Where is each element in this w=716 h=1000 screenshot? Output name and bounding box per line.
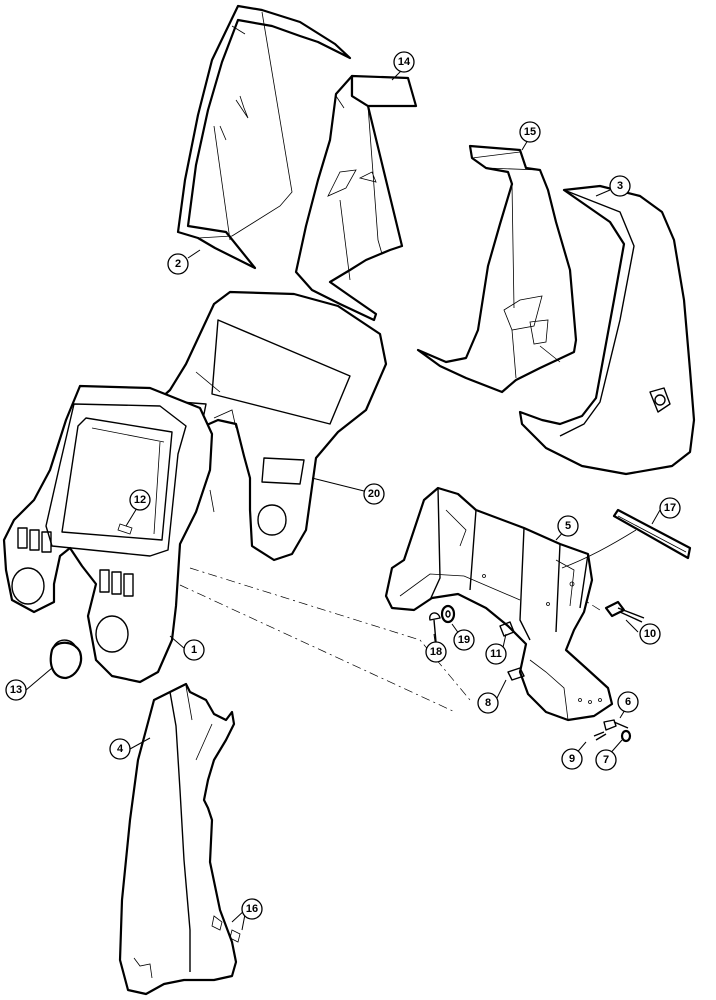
- svg-text:20: 20: [368, 488, 380, 500]
- callout-20: 20: [363, 483, 385, 505]
- svg-text:7: 7: [603, 754, 609, 766]
- part-18-19-fasteners: [429, 604, 456, 643]
- callout-5: 5: [557, 515, 579, 537]
- svg-text:6: 6: [625, 696, 631, 708]
- svg-text:12: 12: [134, 494, 146, 506]
- callout-16: 16: [241, 898, 263, 920]
- part-11-8-clips: [499, 621, 525, 681]
- callout-12: 12: [129, 489, 151, 511]
- callout-3: 3: [609, 175, 631, 197]
- part-13-knob: [49, 639, 83, 680]
- part-3-right-outer-cover: [518, 184, 696, 476]
- part-1-front-dash-panel: [2, 384, 214, 684]
- part-15-right-inner-cover: [416, 144, 578, 394]
- callout-18: 18: [425, 641, 447, 663]
- svg-text:19: 19: [458, 634, 470, 646]
- svg-text:10: 10: [644, 628, 656, 640]
- callout-14: 14: [393, 51, 415, 73]
- part-4-column-cover: [118, 682, 241, 996]
- callout-4: 4: [109, 738, 131, 760]
- callout-1: 1: [183, 639, 205, 661]
- callout-10: 10: [639, 623, 661, 645]
- svg-text:11: 11: [490, 648, 502, 660]
- callout-7: 7: [595, 749, 617, 771]
- part-17-strip: [561, 508, 692, 569]
- callout-8: 8: [477, 692, 499, 714]
- callout-19: 19: [453, 629, 475, 651]
- svg-text:15: 15: [524, 126, 536, 138]
- svg-text:5: 5: [565, 520, 571, 532]
- part-10-bolt: [604, 600, 645, 623]
- part-5-mounting-bracket: [384, 486, 614, 722]
- callout-9: 9: [561, 748, 583, 770]
- svg-text:8: 8: [485, 697, 491, 709]
- callout-17: 17: [659, 497, 681, 519]
- part-2-left-bezel: [176, 4, 352, 270]
- callout-2: 2: [167, 253, 189, 275]
- callout-13: 13: [5, 679, 27, 701]
- svg-text:4: 4: [117, 743, 124, 755]
- callout-11: 11: [485, 643, 507, 665]
- svg-text:13: 13: [10, 684, 22, 696]
- svg-text:14: 14: [398, 56, 411, 68]
- part-14-left-inner-cover: [294, 74, 418, 322]
- svg-text:3: 3: [617, 180, 623, 192]
- callout-6: 6: [617, 691, 639, 713]
- svg-text:18: 18: [430, 646, 442, 658]
- svg-text:2: 2: [175, 258, 181, 270]
- part-6-7-9-fasteners: [593, 719, 632, 743]
- svg-text:16: 16: [246, 903, 258, 915]
- svg-text:9: 9: [569, 753, 575, 765]
- svg-text:1: 1: [191, 644, 197, 656]
- callout-15: 15: [519, 121, 541, 143]
- svg-text:17: 17: [664, 502, 676, 514]
